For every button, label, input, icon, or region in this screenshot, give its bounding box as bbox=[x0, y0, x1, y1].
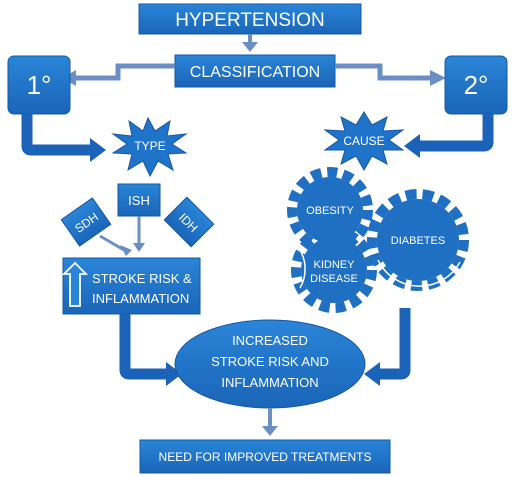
ish-label: ISH bbox=[128, 193, 150, 208]
stroke-risk-line2: INFLAMMATION bbox=[92, 291, 189, 306]
secondary-box bbox=[444, 55, 508, 115]
up-arrow-icon bbox=[61, 261, 89, 307]
kidney-label-line1: KIDNEY bbox=[314, 259, 356, 271]
type-label: TYPE bbox=[134, 139, 165, 153]
arrow-stroke-outcome bbox=[119, 314, 168, 380]
arrowhead-outcome-left bbox=[166, 362, 182, 386]
classification-label: CLASSIFICATION bbox=[190, 64, 320, 81]
arrowhead-classification bbox=[242, 42, 258, 52]
primary-box bbox=[7, 55, 71, 115]
sdh-box bbox=[60, 197, 112, 247]
arrow-primary-type bbox=[21, 114, 92, 156]
arrowhead-secondary bbox=[430, 70, 446, 86]
secondary-label: 2° bbox=[464, 70, 489, 100]
outcome-line1: INCREASED bbox=[232, 333, 308, 348]
arrowhead-sdh bbox=[120, 245, 132, 256]
arrowhead-type bbox=[90, 138, 106, 162]
arrowhead-conclusion bbox=[262, 426, 278, 436]
diabetes-gear: DIABETES bbox=[367, 189, 469, 291]
arrow-to-primary bbox=[74, 63, 175, 81]
primary-label: 1° bbox=[27, 70, 52, 100]
kidney-label-line2: DISEASE bbox=[310, 273, 358, 285]
obesity-label: OBESITY bbox=[306, 205, 354, 217]
kidney-disease-gear: KIDNEY DISEASE bbox=[291, 227, 377, 313]
classification-box bbox=[174, 54, 336, 88]
diabetes-label: DIABETES bbox=[391, 235, 445, 247]
type-starburst bbox=[111, 116, 188, 178]
diabetes-cycle-arrow bbox=[377, 259, 461, 287]
cause-label: CAUSE bbox=[343, 134, 384, 148]
outcome-line2: STROKE RISK AND bbox=[211, 354, 329, 369]
hypertension-box bbox=[138, 3, 362, 35]
arrow-sdh-stroke bbox=[99, 234, 125, 252]
arrow-to-secondary bbox=[335, 63, 432, 81]
hypertension-title: HYPERTENSION bbox=[175, 10, 325, 31]
obesity-gear: OBESITY bbox=[287, 167, 373, 253]
kidney-cycle-arrow bbox=[299, 249, 306, 289]
arrowhead-ish bbox=[133, 243, 145, 252]
outcome-line3: INFLAMMATION bbox=[221, 375, 318, 390]
arrowhead-outcome-right bbox=[364, 362, 380, 386]
ish-box bbox=[117, 183, 161, 217]
conclusion-label: NEED FOR IMPROVED TREATMENTS bbox=[159, 450, 372, 464]
arrowhead-cause bbox=[404, 134, 420, 158]
arrow-secondary-cause bbox=[418, 114, 494, 152]
idh-box bbox=[163, 196, 215, 248]
stroke-risk-box bbox=[62, 257, 201, 315]
conclusion-box bbox=[139, 439, 391, 474]
cause-starburst bbox=[323, 111, 405, 172]
stroke-risk-line1: STROKE RISK & bbox=[92, 271, 192, 286]
arrow-causes-outcome bbox=[378, 308, 411, 380]
